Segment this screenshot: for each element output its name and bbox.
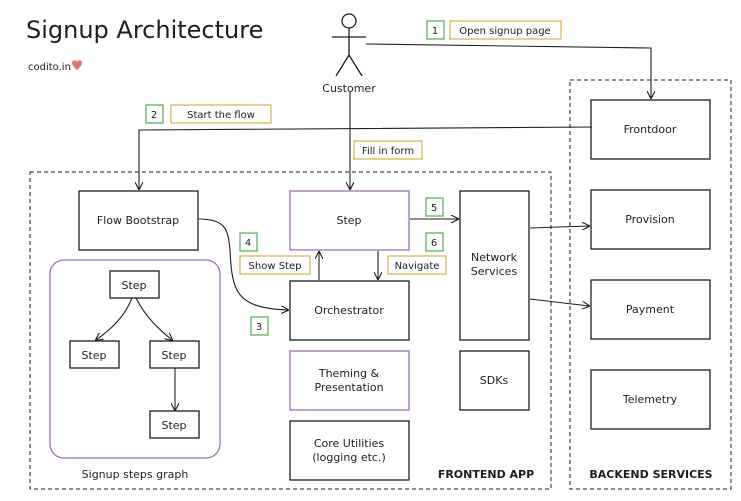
svg-text:Step: Step: [161, 349, 186, 362]
svg-text:Step: Step: [161, 419, 186, 432]
svg-text:Step: Step: [81, 349, 106, 362]
svg-text:1: 1: [432, 26, 438, 37]
step-2-badge: 2: [145, 104, 164, 124]
svg-text:3: 3: [256, 322, 262, 333]
arrow-open-signup-page: [365, 43, 651, 98]
core-utilities-box: Core Utilities (logging etc.): [289, 420, 410, 481]
backend-services-label: BACKEND SERVICES: [589, 468, 712, 481]
svg-text:Telemetry: Telemetry: [622, 393, 678, 406]
step-2-label: Start the flow: [170, 104, 272, 124]
heart-icon: [72, 60, 82, 70]
svg-text:Navigate: Navigate: [395, 261, 440, 272]
step-6-badge: 6: [425, 232, 444, 252]
service-telemetry: Telemetry: [590, 369, 711, 430]
arrow-start-the-flow: [139, 126, 593, 189]
arrow-network-to-provision: [529, 226, 589, 228]
service-provision: Provision: [590, 189, 711, 250]
svg-text:Frontdoor: Frontdoor: [624, 123, 677, 136]
stick-figure-icon: [332, 13, 366, 77]
step-5-badge: 5: [425, 197, 444, 217]
svg-text:Step: Step: [121, 279, 146, 292]
svg-text:SDKs: SDKs: [480, 374, 509, 387]
customer-label: Customer: [322, 82, 376, 95]
svg-text:2: 2: [151, 110, 157, 121]
graph-node-bottom: Step: [149, 410, 200, 439]
svg-text:6: 6: [431, 238, 437, 249]
step-1-label: Open signup page: [449, 20, 562, 40]
graph-node-left: Step: [69, 340, 120, 369]
svg-text:(logging etc.): (logging etc.): [312, 451, 385, 464]
network-services-box: Network Services: [459, 190, 530, 341]
svg-text:Presentation: Presentation: [314, 381, 383, 394]
signup-steps-graph-label: Signup steps graph: [82, 468, 189, 481]
step-4-badge: 4: [239, 232, 258, 252]
graph-edge-root-right: [135, 297, 172, 340]
svg-text:Start the flow: Start the flow: [187, 110, 255, 121]
svg-text:Payment: Payment: [626, 303, 675, 316]
frontend-app-container: [29, 171, 552, 490]
brand-text: codito.in: [28, 62, 71, 73]
step-6-label: Navigate: [387, 255, 447, 275]
service-payment: Payment: [590, 279, 711, 340]
frontend-app-label: FRONTEND APP: [438, 468, 534, 481]
svg-text:Core Utilities: Core Utilities: [314, 437, 385, 450]
svg-text:Open signup page: Open signup page: [459, 26, 550, 37]
step-4-label: Show Step: [239, 255, 311, 275]
orchestrator-box: Orchestrator: [289, 280, 410, 341]
step-1-badge: 1: [426, 20, 445, 40]
flow-bootstrap-box: Flow Bootstrap: [78, 190, 199, 251]
svg-text:4: 4: [245, 238, 251, 249]
svg-text:Show Step: Show Step: [249, 261, 302, 272]
service-frontdoor: Frontdoor: [590, 99, 711, 160]
svg-text:Network: Network: [471, 251, 518, 264]
svg-text:Provision: Provision: [625, 213, 675, 226]
svg-text:Step: Step: [336, 214, 361, 227]
theming-presentation-box: Theming & Presentation: [289, 350, 410, 411]
arrow-bootstrap-to-orchestrator: [198, 218, 288, 310]
graph-edge-root-left: [96, 297, 133, 340]
diagram-title: Signup Architecture: [26, 16, 263, 44]
svg-text:Flow Bootstrap: Flow Bootstrap: [97, 214, 179, 227]
svg-text:Theming &: Theming &: [318, 367, 380, 380]
step-3-badge: 3: [250, 316, 269, 336]
fill-in-form-label: Fill in form: [353, 140, 423, 160]
svg-text:Services: Services: [471, 265, 518, 278]
svg-text:5: 5: [431, 203, 437, 214]
step-box: Step: [289, 190, 410, 251]
arrow-network-to-payment: [529, 298, 589, 306]
graph-node-right: Step: [149, 340, 200, 369]
svg-text:Orchestrator: Orchestrator: [314, 304, 384, 317]
svg-text:Fill in form: Fill in form: [362, 146, 414, 157]
graph-node-root: Step: [109, 270, 160, 299]
sdks-box: SDKs: [459, 350, 530, 411]
